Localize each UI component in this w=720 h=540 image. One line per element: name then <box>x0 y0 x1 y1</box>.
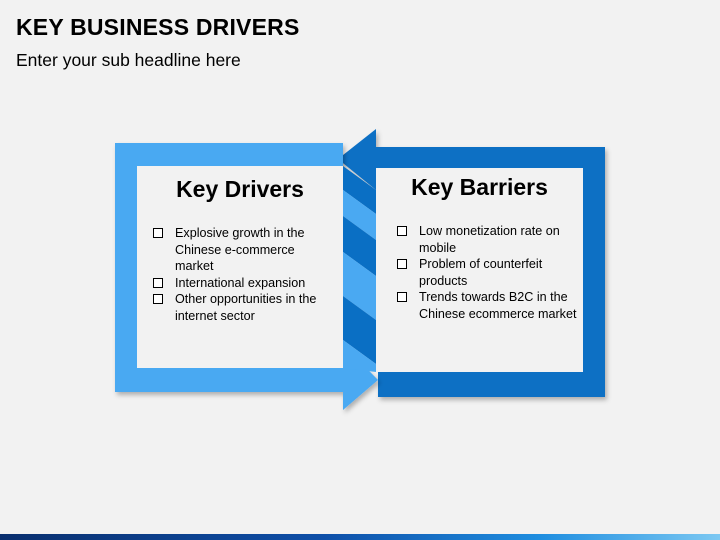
list-item: Low monetization rate on mobile <box>397 223 579 256</box>
drivers-panel <box>137 166 343 368</box>
checkbox-icon <box>397 259 407 270</box>
checkbox-icon <box>153 228 163 238</box>
checkbox-icon <box>153 277 163 288</box>
barriers-list: Low monetization rate on mobile Problem … <box>397 223 579 323</box>
barriers-panel <box>376 168 583 372</box>
interlock-strip <box>343 252 376 320</box>
interlock-strip <box>343 296 376 364</box>
interlock-strips <box>343 166 376 372</box>
bottom-accent-bar <box>0 534 720 540</box>
drivers-list: Explosive growth in the Chinese e-commer… <box>153 225 331 325</box>
page-title: KEY BUSINESS DRIVERS <box>16 14 300 40</box>
interlock-strip <box>343 340 376 372</box>
interlock-strip <box>343 216 376 276</box>
list-item: Problem of counterfeit products <box>397 256 579 289</box>
list-item: Other opportunities in the internet sect… <box>153 291 331 324</box>
barriers-frame <box>338 129 605 397</box>
list-item: Trends towards B2C in the Chinese ecomme… <box>397 289 579 322</box>
barriers-heading: Key Barriers <box>411 174 548 200</box>
checkbox-icon <box>397 226 407 236</box>
drivers-frame <box>115 143 378 410</box>
list-item: Explosive growth in the Chinese e-commer… <box>153 225 331 275</box>
drivers-content: Key Drivers Explosive growth in the Chin… <box>137 176 343 325</box>
checkbox-icon <box>153 294 163 305</box>
interlock-strip <box>343 190 376 240</box>
checkbox-icon <box>397 292 407 303</box>
list-item: International expansion <box>153 275 331 292</box>
barriers-content: Key Barriers Low monetization rate on mo… <box>376 174 583 323</box>
drivers-heading: Key Drivers <box>176 176 304 202</box>
page-subtitle: Enter your sub headline here <box>16 50 241 70</box>
interlock-strip <box>343 166 376 214</box>
